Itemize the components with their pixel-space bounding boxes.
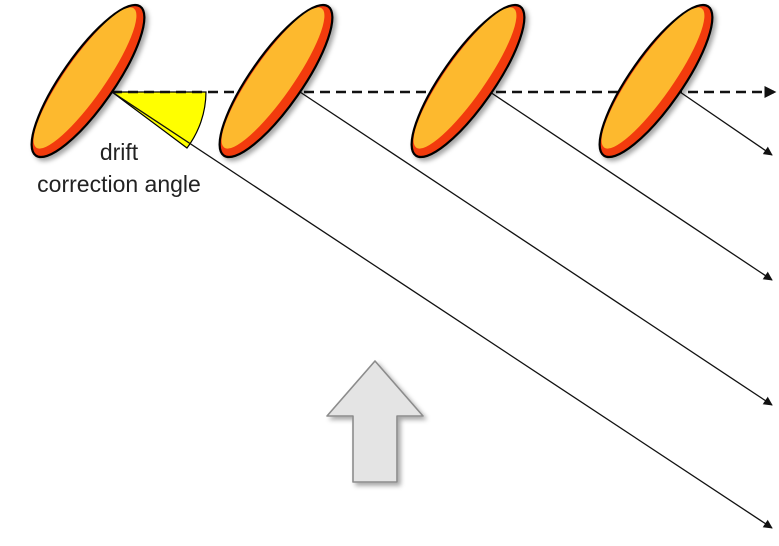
disc-2 <box>203 0 350 170</box>
disc-4 <box>583 0 730 170</box>
heading-line-1 <box>112 92 772 528</box>
drift-label: drift <box>100 139 139 165</box>
correction-angle-label: correction angle <box>37 171 201 197</box>
heading-line-4 <box>680 92 772 155</box>
disc-3 <box>395 0 542 170</box>
heading-line-2 <box>300 92 772 405</box>
up-arrow-icon <box>327 361 423 482</box>
disc-1 <box>15 0 162 170</box>
